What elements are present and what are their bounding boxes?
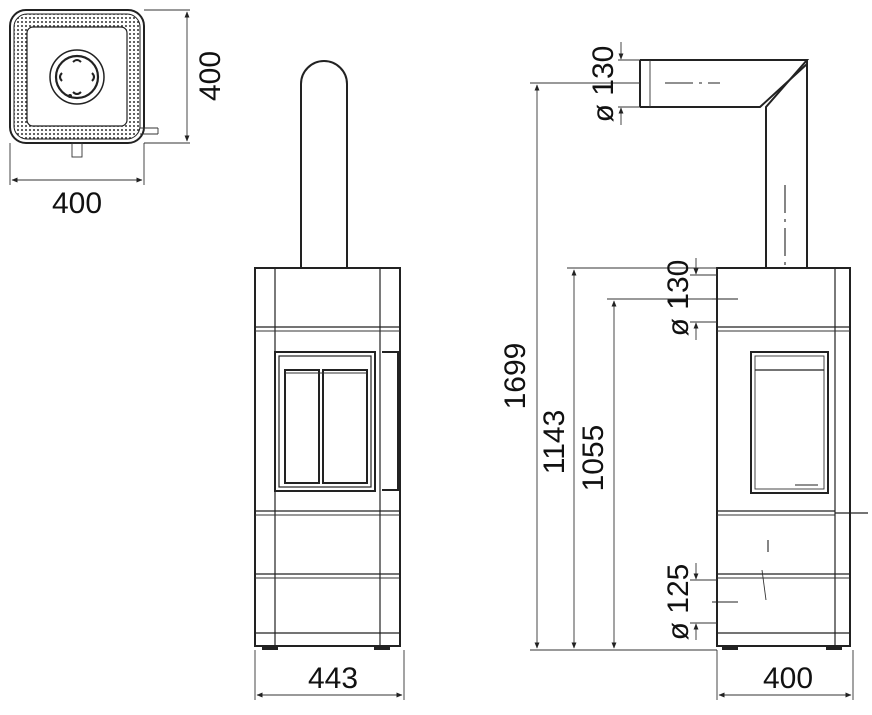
side-flue-inner (640, 60, 808, 268)
top-width-label: 400 (52, 187, 102, 220)
front-door-glass-right (322, 369, 368, 484)
side-foot (722, 646, 738, 650)
front-door-glass-left (284, 369, 320, 484)
front-door-inner (278, 355, 372, 488)
top-outlet-height-label: 1143 (538, 410, 571, 475)
front-flue-pipe (300, 60, 348, 268)
rear-flue-diameter-label: ø 130 (662, 260, 695, 337)
side-body (716, 267, 851, 647)
flue-opening (54, 54, 100, 100)
top-flue-diameter-label: ø 130 (587, 46, 620, 123)
front-door-frame (274, 351, 376, 492)
front-foot (374, 646, 390, 650)
side-foot (826, 646, 842, 650)
air-inlet-diameter-label: ø 125 (662, 564, 695, 641)
side-width-label: 400 (763, 662, 813, 695)
top-depth-label: 400 (194, 51, 227, 101)
top-view: 400 400 (9, 9, 227, 220)
side-window-frame (750, 351, 829, 494)
air-inlet-stub (71, 142, 83, 158)
front-view: 443 (254, 60, 405, 700)
flue-screw (68, 94, 72, 98)
side-handle (140, 127, 159, 135)
rear-outlet-height-label: 1055 (577, 425, 610, 492)
side-flue-outer (640, 59, 810, 268)
front-width-label: 443 (308, 662, 358, 695)
side-window-inner (754, 355, 825, 490)
front-foot (262, 646, 278, 650)
side-view: 1699 1143 1055 ø 130 ø 130 ø 125 400 (499, 42, 868, 700)
door-handle (382, 351, 399, 491)
flue-clips (59, 59, 95, 95)
front-body (254, 267, 401, 647)
overall-height-label: 1699 (499, 343, 532, 410)
air-inlet-lever (761, 569, 767, 601)
